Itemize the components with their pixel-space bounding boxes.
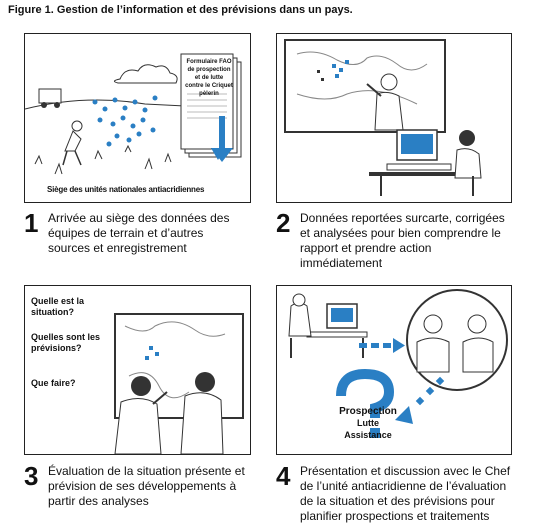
panel-1-illustration xyxy=(25,53,242,175)
question-3: Que faire? xyxy=(31,378,76,388)
step-1-text: Arrivée au siège des données des équipes… xyxy=(48,211,230,255)
form-title: Formulaire FAO de prospection et de lutt… xyxy=(185,59,233,97)
step-4-text: Présentation et discussion avec le Chef … xyxy=(300,464,511,523)
locust-swarm-icon xyxy=(92,95,158,147)
panel-3-evaluation: Quelle est la situation? Quelles sont le… xyxy=(24,285,251,455)
label-assistance: Assistance xyxy=(344,430,392,440)
cloud-icon xyxy=(114,64,178,84)
flow-arrow-icon xyxy=(395,376,445,424)
panel-1-caption: Siège des unités nationales antiacridien… xyxy=(47,185,205,194)
step-3-text: Évaluation de la situation présente et p… xyxy=(48,464,245,508)
step-1-number: 1 xyxy=(24,208,39,238)
panel-2-illustration xyxy=(284,39,482,196)
step-4-number: 4 xyxy=(276,461,291,491)
question-1: Quelle est la situation? xyxy=(31,296,85,317)
label-lutte: Lutte xyxy=(357,418,379,428)
step-3-number: 3 xyxy=(24,461,39,491)
label-prospection: Prospection xyxy=(339,406,397,417)
panel-2-analysis xyxy=(276,33,512,203)
figure-title: Figure 1. Gestion de l’information et de… xyxy=(8,4,353,16)
step-2-number: 2 xyxy=(276,208,291,238)
map-marker-icon xyxy=(145,346,159,360)
panel-4-planning: Prospection Lutte Assistance xyxy=(276,285,512,455)
step-2-text: Données reportées surcarte, corrigées et… xyxy=(300,211,505,270)
flow-arrow-icon xyxy=(359,338,405,353)
question-2: Quelles sont les prévisions? xyxy=(31,332,101,353)
panel-3-illustration xyxy=(114,313,244,454)
panel-4-illustration xyxy=(288,289,508,438)
map-marker-icon xyxy=(332,60,349,78)
panel-1-field-data: Formulaire FAO de prospection et de lutt… xyxy=(24,33,251,203)
